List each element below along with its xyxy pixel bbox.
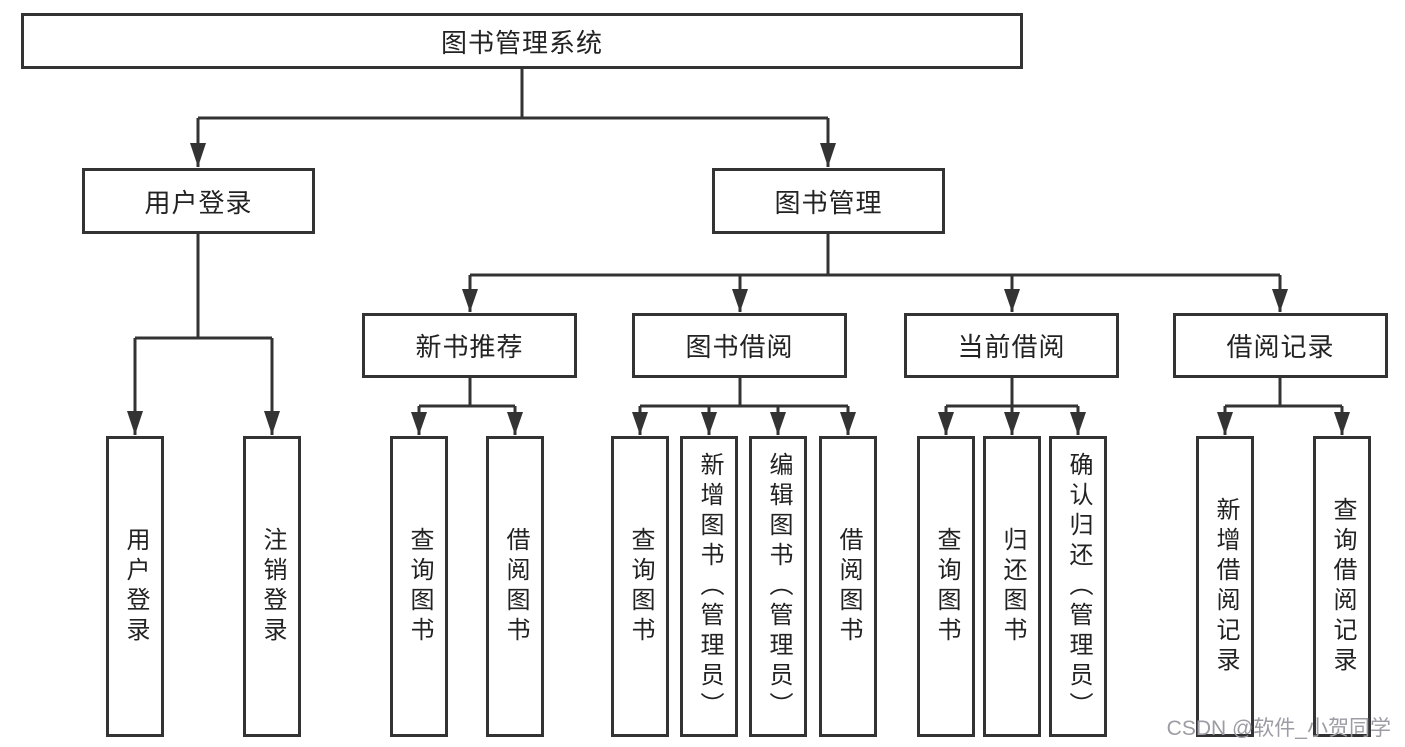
node-book-borrow: 图书借阅 [632,313,847,378]
leaf-recommend-query-books: 查询图书 [390,436,448,737]
leaf-current-query-books: 查询图书 [917,436,975,737]
node-library-management-system: 图书管理系统 [21,13,1023,69]
node-label: 图书借阅 [685,332,794,362]
leaf-label: 用户登录 [122,526,149,647]
leaf-user-login: 用户登录 [106,436,164,737]
leaf-label: 编辑图书（管理员） [765,451,792,722]
leaf-label: 借阅图书 [502,526,529,647]
leaf-borrow-edit-books-admin: 编辑图书（管理员） [749,436,807,737]
node-label: 图书管理系统 [440,27,603,58]
node-book-management: 图书管理 [712,168,945,234]
node-current-borrow: 当前借阅 [904,313,1119,378]
leaf-label: 新增借阅记录 [1212,496,1239,677]
node-label: 借阅记录 [1226,332,1335,362]
leaf-recommend-borrow-books: 借阅图书 [486,436,544,737]
leaf-borrow-borrow-books: 借阅图书 [819,436,877,737]
node-label: 当前借阅 [957,332,1066,362]
leaf-label: 注销登录 [259,526,286,647]
leaf-label: 确认归还（管理员） [1065,451,1092,722]
leaf-current-confirm-return-admin: 确认归还（管理员） [1049,436,1107,737]
node-label: 图书管理 [774,187,883,218]
leaf-records-add-record: 新增借阅记录 [1196,436,1254,737]
leaf-label: 查询图书 [406,526,433,647]
node-label: 新书推荐 [415,332,524,362]
leaf-label: 查询图书 [933,526,960,647]
leaf-label: 归还图书 [999,526,1026,647]
node-borrow-records: 借阅记录 [1173,313,1388,378]
leaf-label: 借阅图书 [835,526,862,647]
leaf-label: 新增图书（管理员） [696,451,723,722]
node-label: 用户登录 [144,187,253,218]
leaf-borrow-query-books: 查询图书 [611,436,669,737]
node-new-book-recommend: 新书推荐 [362,313,577,378]
node-user-login: 用户登录 [82,168,315,234]
leaf-label: 查询图书 [627,526,654,647]
leaf-records-query-record: 查询借阅记录 [1313,436,1371,737]
leaf-label: 查询借阅记录 [1329,496,1356,677]
leaf-logout: 注销登录 [243,436,301,737]
leaf-borrow-add-books-admin: 新增图书（管理员） [680,436,738,737]
csdn-watermark: CSDN @软件_小贺同学 [1166,717,1391,740]
leaf-current-return-books: 归还图书 [983,436,1041,737]
